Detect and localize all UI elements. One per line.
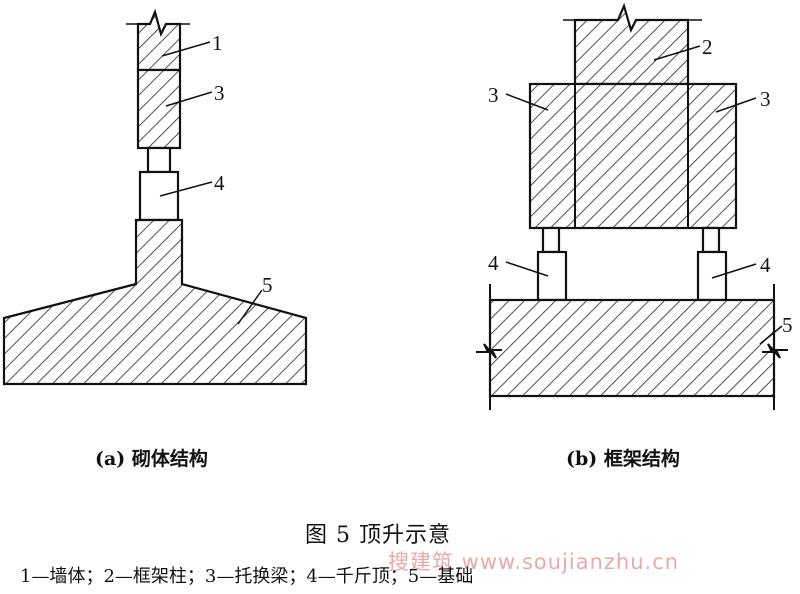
jack-neck-right (701, 226, 721, 254)
underpinning-beam (136, 68, 182, 150)
label-jack-a: 4 (214, 171, 225, 195)
label-column-b: 2 (702, 35, 713, 59)
jack (138, 170, 180, 222)
caption-frame: (b) 框架结构 (566, 448, 680, 470)
frame-column (573, 2, 690, 86)
underpinning-beam (528, 82, 738, 230)
caption-masonry: (a) 砌体结构 (95, 448, 208, 470)
jack-right (696, 250, 728, 302)
foundation (2, 218, 308, 386)
jack-neck (146, 146, 172, 174)
label-jack-b-right: 4 (760, 253, 771, 277)
label-wall-a: 1 (212, 31, 223, 55)
jack-neck-left (541, 226, 561, 254)
watermark: 搜建筑 www.soujianzhu.cn (388, 550, 680, 574)
label-jack-b-left: 4 (488, 251, 499, 275)
label-beam-b-right: 3 (760, 87, 771, 111)
label-foundation-b: 5 (782, 313, 793, 337)
jack-left (536, 250, 568, 302)
legend: 1—墙体；2—框架柱；3—托换梁；4—千斤顶；5—基础 (20, 566, 474, 587)
label-foundation-a: 5 (262, 273, 273, 297)
figure-title: 图 5 顶升示意 (305, 523, 451, 548)
frame-structure (476, 2, 788, 410)
label-beam-b-left: 3 (488, 83, 499, 107)
label-beam-a: 3 (214, 81, 225, 105)
foundation (488, 298, 776, 398)
wall (136, 8, 182, 72)
jacking-diagram: 1 3 4 5 2 3 3 4 4 5 (2, 2, 793, 410)
callouts: 1 3 4 5 2 3 3 4 4 5 (159, 31, 793, 345)
masonry-structure (2, 8, 308, 386)
